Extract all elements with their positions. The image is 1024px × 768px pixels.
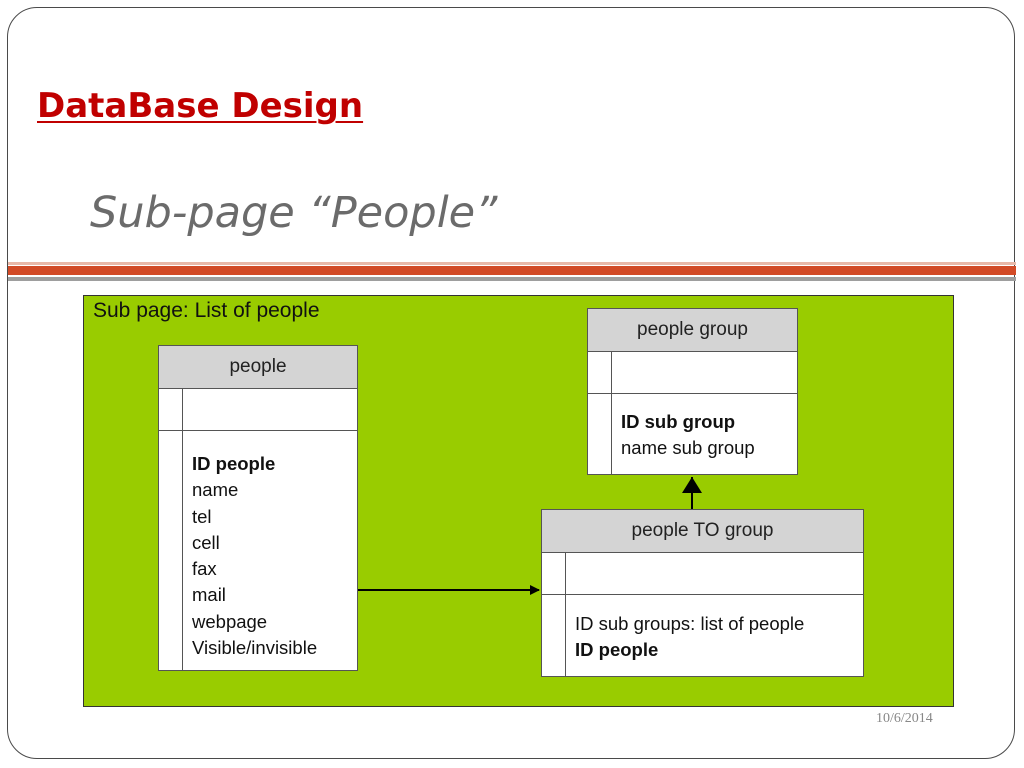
- slide-heading: DataBase Design: [37, 86, 364, 126]
- relation-connectors: [358, 477, 702, 595]
- entity-people-to-group-title: people TO group: [542, 510, 863, 553]
- divider-accent: [8, 266, 1016, 275]
- entity-people-to-group-fields: ID sub groups: list of people ID people: [542, 595, 863, 676]
- entity-gutter: [159, 389, 183, 670]
- relation-link-to-group-arrowhead: [682, 477, 702, 493]
- slide-date: 10/6/2014: [876, 711, 933, 726]
- slide-subtitle: Sub-page “People”: [90, 188, 498, 238]
- entity-field: mail: [192, 584, 226, 606]
- entity-field: ID people: [575, 639, 659, 661]
- entity-field: ID sub group: [621, 411, 736, 432]
- entity-field: cell: [192, 531, 220, 553]
- diagram-label: Sub page: List of people: [93, 299, 320, 322]
- entity-people-to-group: people TO group ID sub groups: list of p…: [541, 509, 864, 677]
- entity-people-group: people group ID sub group name sub group: [587, 308, 798, 475]
- divider-light: [8, 262, 1016, 265]
- er-diagram: Sub page: List of people people ID peopl…: [83, 295, 954, 707]
- entity-field: fax: [192, 558, 217, 580]
- field-list: ID sub groups: list of people ID people: [575, 611, 804, 664]
- divider-gray: [8, 277, 1016, 281]
- entity-field: ID sub groups: list of people: [575, 613, 805, 634]
- entity-people-title: people: [159, 346, 357, 389]
- entity-people-group-fields: ID sub group name sub group: [588, 394, 797, 474]
- field-list: ID sub group name sub group: [621, 409, 755, 462]
- entity-field: name sub group: [621, 437, 755, 459]
- entity-field: tel: [192, 505, 212, 527]
- entity-people-to-group-key-row: [542, 553, 863, 595]
- entity-people-group-key-row: [588, 352, 797, 394]
- entity-gutter: [588, 352, 612, 474]
- entity-people-group-title: people group: [588, 309, 797, 352]
- entity-people: people ID people name tel cell fax mail webpag…: [158, 345, 358, 671]
- entity-field: webpage: [192, 610, 268, 632]
- entity-gutter: [542, 553, 566, 676]
- entity-field: ID people: [192, 453, 276, 474]
- entity-people-key-row: [159, 389, 357, 431]
- entity-field: Visible/invisible: [192, 637, 318, 659]
- entity-field: name: [192, 479, 239, 501]
